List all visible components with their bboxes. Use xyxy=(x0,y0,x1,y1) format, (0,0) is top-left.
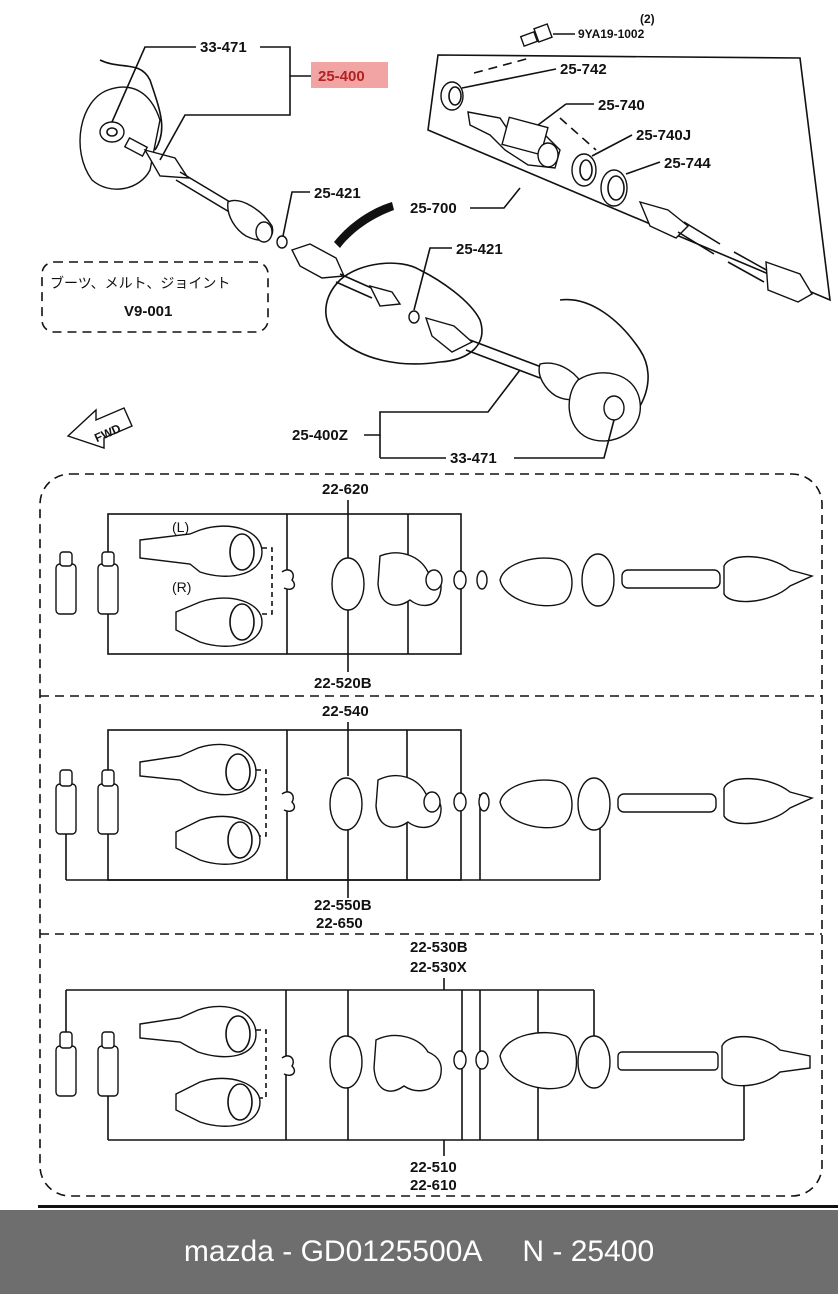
callout-25-740J: 25-740J xyxy=(636,127,691,144)
snap-ring-a-icon xyxy=(276,235,288,249)
bearing-icon xyxy=(571,153,597,187)
panel3-bottom-label-1: 22-510 xyxy=(410,1159,457,1176)
panel3-bottom-label-2: 22-610 xyxy=(410,1177,457,1194)
reference-box-text: ブーツ、メルト、ジョイント xyxy=(50,275,230,291)
callout-33-471-top: 33-471 xyxy=(200,39,247,56)
direction-arc xyxy=(334,202,394,248)
callout-25-400-highlight[interactable]: 25-400 xyxy=(318,68,365,85)
callout-bolt-qty: (2) xyxy=(640,12,655,26)
callout-25-400Z: 25-400Z xyxy=(292,427,348,444)
panels-frame xyxy=(39,473,823,1197)
footer-banner: mazda - GD0125500A N - 25400 xyxy=(0,1210,838,1294)
assembly-frame xyxy=(427,54,831,302)
panel2-bottom-label-2: 22-650 xyxy=(316,915,363,932)
panel3-top-label-2: 22-530X xyxy=(410,959,467,976)
reference-box[interactable] xyxy=(41,261,269,333)
left-drive-shaft xyxy=(123,136,274,243)
highlight-box xyxy=(311,62,388,88)
seal-icon xyxy=(440,81,464,111)
callout-25-744: 25-744 xyxy=(664,155,711,172)
panel-3: 22-530B 22-530X 22-510 22-610 xyxy=(55,939,811,1194)
callout-25-700: 25-700 xyxy=(410,200,457,217)
panel1-left-tag: (L) xyxy=(172,519,189,535)
intermediate-shaft xyxy=(638,200,813,303)
bolt-icon xyxy=(519,23,553,47)
snap-ring-b-icon xyxy=(408,310,420,324)
callout-25-740: 25-740 xyxy=(598,97,645,114)
panel2-top-label: 22-540 xyxy=(322,703,369,720)
callout-25-421-b: 25-421 xyxy=(456,241,503,258)
right-hub xyxy=(559,298,649,442)
panel-2: 22-540 22-550B 22-650 xyxy=(55,703,815,932)
callout-25-742: 25-742 xyxy=(560,61,607,78)
panel1-top-label: 22-620 xyxy=(322,481,369,498)
panel1-bottom-label: 22-520B xyxy=(314,675,372,692)
footer-rule xyxy=(38,1205,838,1208)
reference-box-code: V9-001 xyxy=(124,303,172,320)
callout-25-421-a: 25-421 xyxy=(314,185,361,202)
clip-ring-icon xyxy=(600,169,628,207)
panel3-top-label-1: 22-530B xyxy=(410,939,468,956)
panel1-right-tag: (R) xyxy=(172,579,191,595)
bracket-icon xyxy=(467,111,561,169)
callout-bolt: 9YA19-1002 xyxy=(578,27,645,41)
left-hub xyxy=(79,59,163,190)
center-joint xyxy=(291,243,402,307)
callout-33-471-bottom: 33-471 xyxy=(450,450,497,467)
panel-1: 22-620 22-520B (L) (R) xyxy=(55,481,815,692)
fwd-arrow-icon: FWD xyxy=(66,407,133,449)
panel2-bottom-label-1: 22-550B xyxy=(314,897,372,914)
